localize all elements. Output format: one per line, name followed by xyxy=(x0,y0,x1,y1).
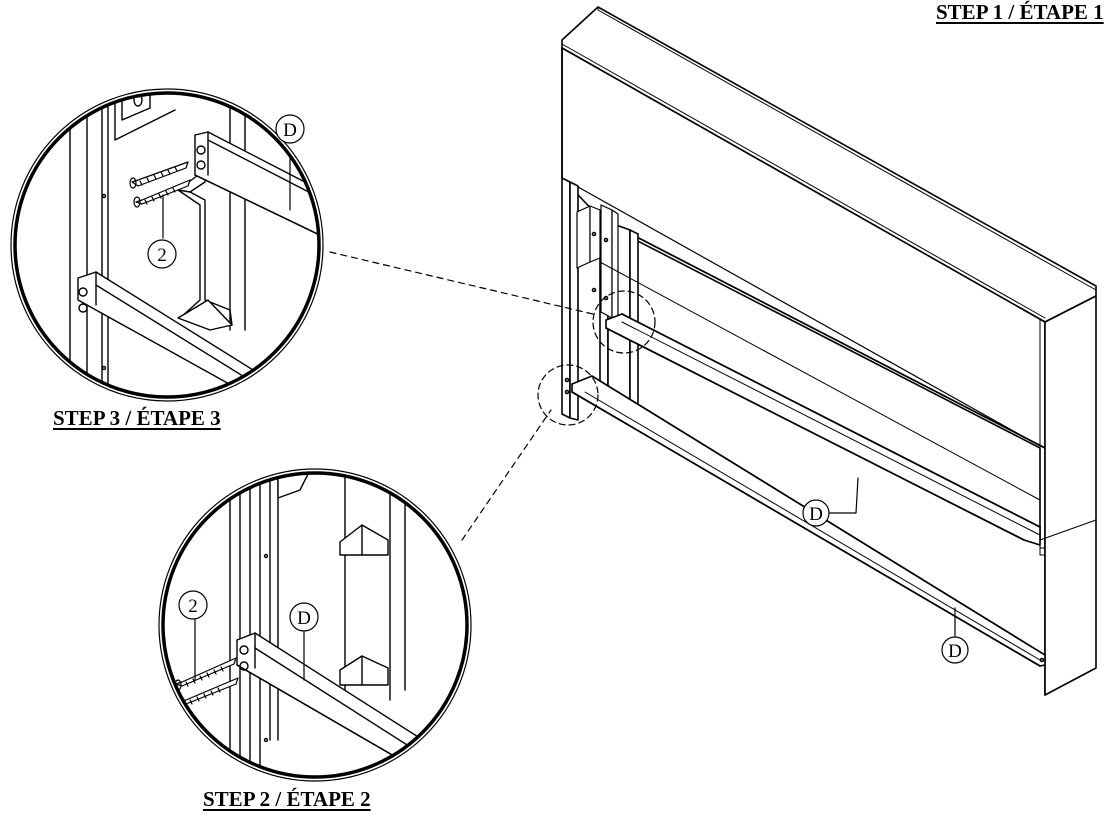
headboard-assembly xyxy=(537,6,1097,696)
detail-ring-step2 xyxy=(537,364,599,426)
callout-2-step3-text: 2 xyxy=(157,245,167,266)
callout-d-step3 xyxy=(275,114,305,144)
callout-d-lower-rail xyxy=(941,636,969,664)
step1-heading: STEP 1 / ÉTAPE 1 xyxy=(936,0,1104,24)
headboard-side-panel xyxy=(1044,295,1097,696)
main-callouts xyxy=(802,477,969,664)
callout-2-step2-text: 2 xyxy=(188,596,198,617)
callout-d-upper-rail-text: D xyxy=(809,504,823,525)
callout-d-step3-text: D xyxy=(283,120,297,141)
callout-2-step2 xyxy=(178,590,208,620)
detail-step2 xyxy=(158,468,472,782)
detail-ring-step3 xyxy=(592,290,656,354)
screw-pair-step3 xyxy=(129,161,191,208)
rail-d-upper xyxy=(605,313,1041,546)
callout-d-step2-text: D xyxy=(297,608,311,629)
callout-d-upper-rail xyxy=(802,499,830,527)
step2-heading: STEP 2 / ÉTAPE 2 xyxy=(203,787,371,811)
callout-d-lower-rail-text: D xyxy=(948,641,962,662)
left-leg-posts xyxy=(561,177,639,421)
leader-step2 xyxy=(461,409,552,541)
leader-step3 xyxy=(329,251,598,316)
detail-step3 xyxy=(10,88,324,402)
step3-heading: STEP 3 / ÉTAPE 3 xyxy=(53,406,221,430)
callout-2-step3 xyxy=(147,239,177,269)
callout-d-step2 xyxy=(289,602,319,632)
